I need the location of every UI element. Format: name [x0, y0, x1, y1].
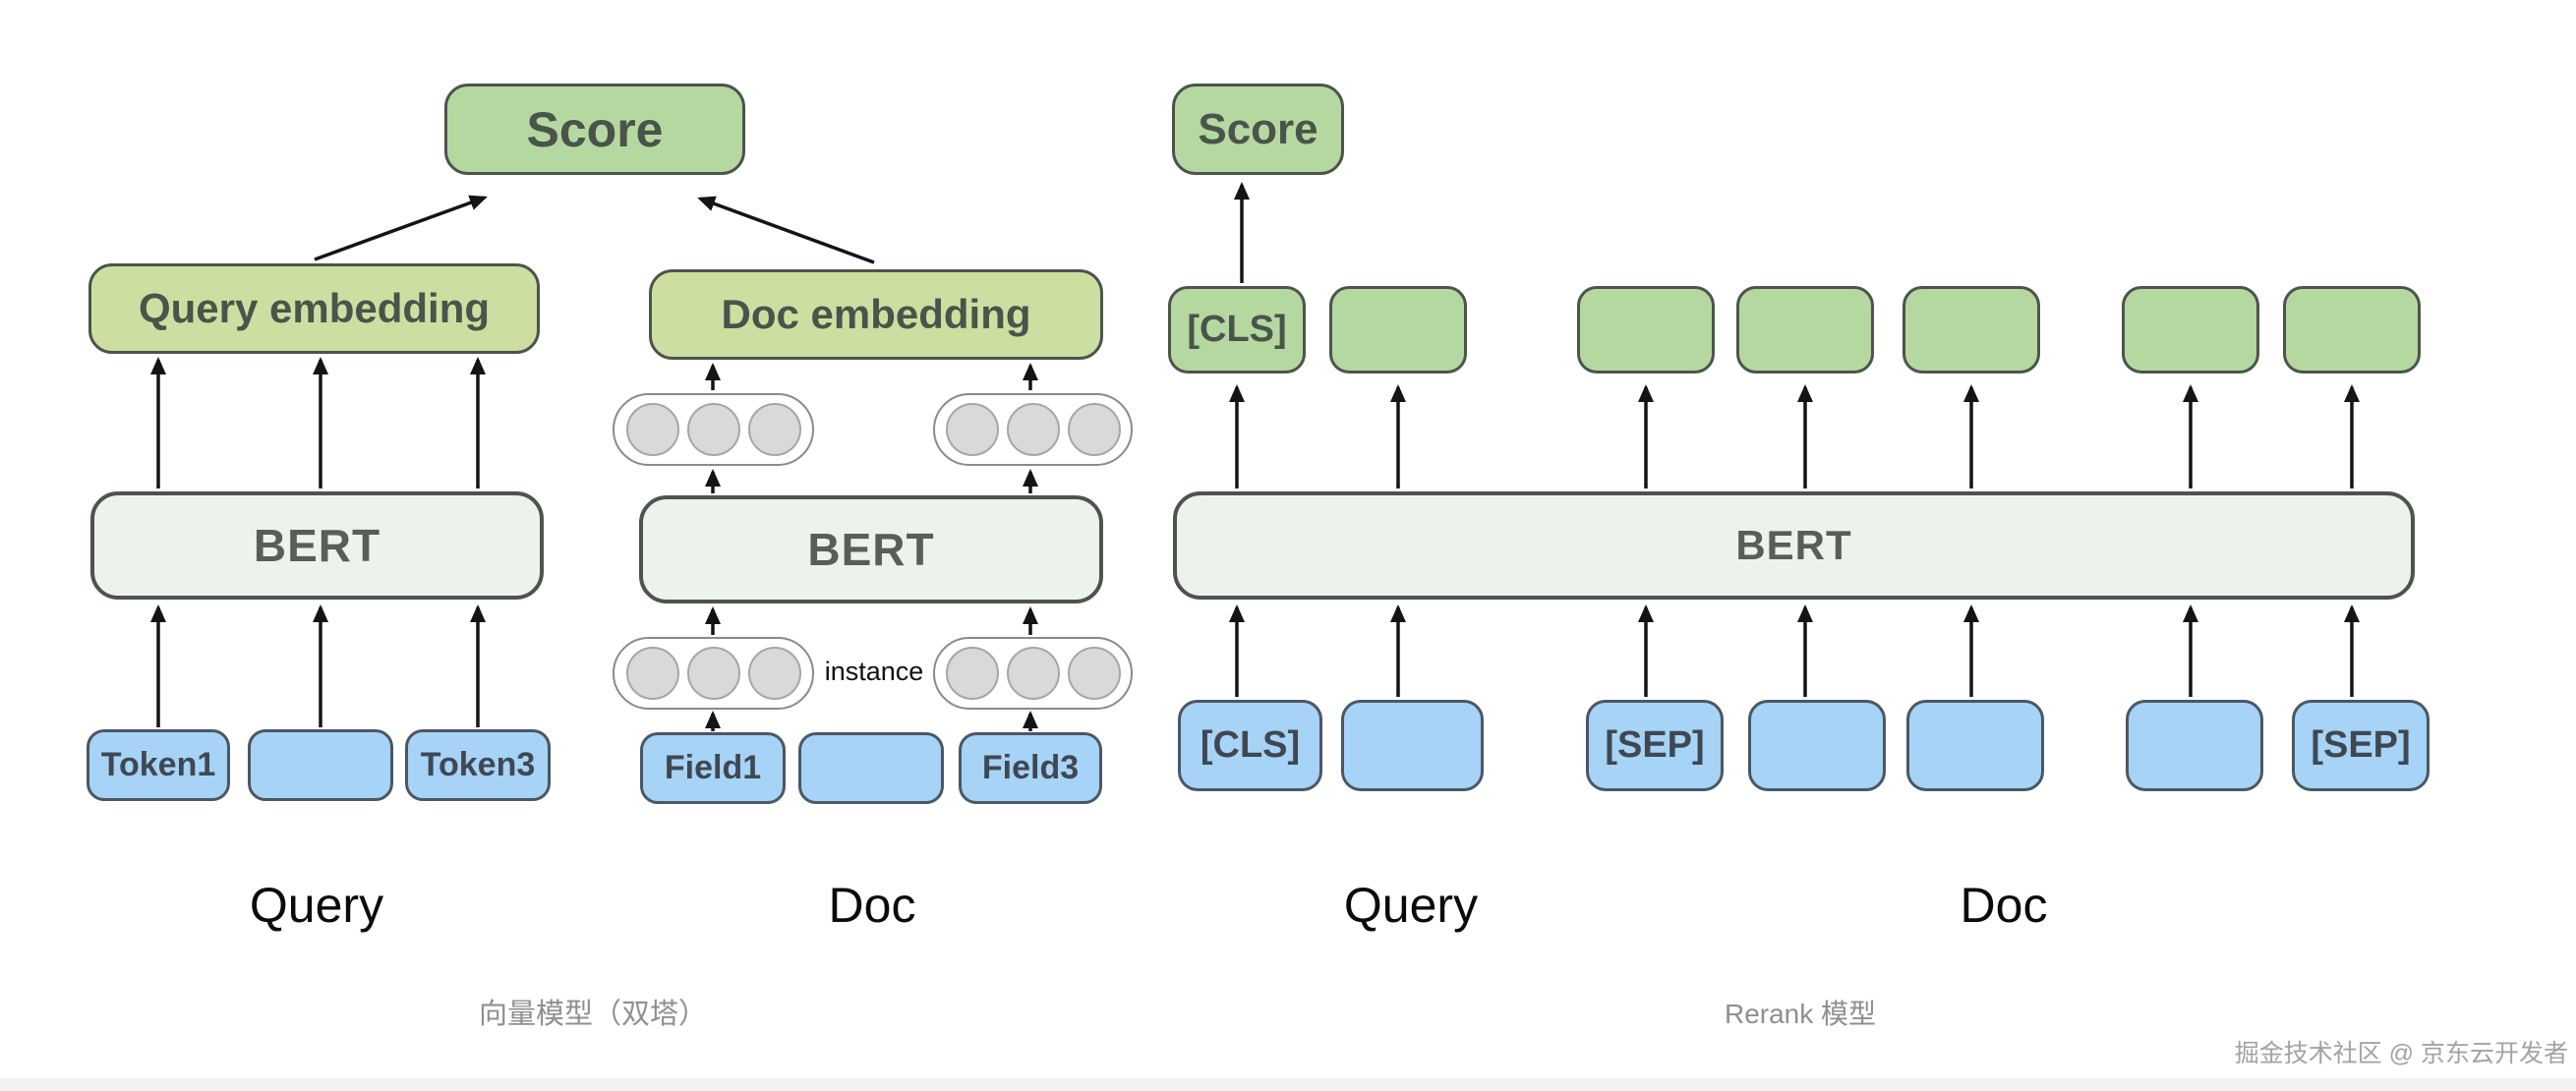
field-box: Field1	[640, 732, 786, 804]
vector-circle	[686, 403, 740, 456]
vector-circle	[625, 647, 679, 700]
vector-circle	[686, 647, 740, 700]
vector-pill	[933, 637, 1133, 710]
vector-pill	[613, 637, 814, 710]
instance-label: instance	[824, 657, 924, 686]
vector-circle	[1067, 647, 1121, 700]
vector-circle	[747, 647, 801, 700]
vector-pill	[933, 393, 1133, 466]
field-box	[798, 732, 944, 804]
input-cell	[1341, 700, 1484, 791]
output-cell	[1736, 286, 1874, 373]
score-box-left: Score	[444, 84, 745, 175]
output-cell: [CLS]	[1168, 286, 1306, 373]
score-box-right: Score	[1172, 84, 1344, 175]
query-embedding-box: Query embedding	[88, 263, 540, 354]
input-cell	[1748, 700, 1886, 791]
vector-pill	[613, 393, 814, 466]
bert-box-query: BERT	[90, 491, 544, 600]
group-label-doc-left: Doc	[828, 878, 916, 933]
watermark: 掘金技术社区 @ 京东云开发者	[2234, 1040, 2568, 1067]
caption-dual-tower: 向量模型（双塔）	[478, 999, 707, 1030]
vector-circle	[1067, 403, 1121, 456]
token-box	[248, 729, 393, 801]
input-cell: [SEP]	[1586, 700, 1724, 791]
vector-circle	[625, 403, 679, 456]
input-cell: [CLS]	[1178, 700, 1322, 791]
bottom-strip	[0, 1078, 2576, 1091]
output-cell	[1577, 286, 1715, 373]
token-box: Token3	[405, 729, 551, 801]
input-cell: [SEP]	[2292, 700, 2430, 791]
token-box: Token1	[87, 729, 230, 801]
bert-box-doc: BERT	[639, 495, 1103, 603]
input-cell	[2126, 700, 2263, 791]
field-box: Field3	[959, 732, 1102, 804]
input-cell	[1906, 700, 2044, 791]
output-cell	[2122, 286, 2259, 373]
output-cell	[1903, 286, 2040, 373]
vector-circle	[945, 403, 999, 456]
bert-box-rerank: BERT	[1173, 491, 2415, 600]
vector-circle	[945, 647, 999, 700]
vector-circle	[747, 403, 801, 456]
group-label-query-right: Query	[1343, 878, 1479, 933]
vector-circle	[1006, 647, 1060, 700]
output-cell	[2283, 286, 2421, 373]
group-label-query-left: Query	[249, 878, 384, 933]
doc-embedding-box: Doc embedding	[649, 269, 1103, 360]
group-label-doc-right: Doc	[1960, 878, 2048, 933]
output-cell	[1329, 286, 1467, 373]
vector-circle	[1006, 403, 1060, 456]
caption-rerank: Rerank 模型	[1724, 999, 1877, 1029]
